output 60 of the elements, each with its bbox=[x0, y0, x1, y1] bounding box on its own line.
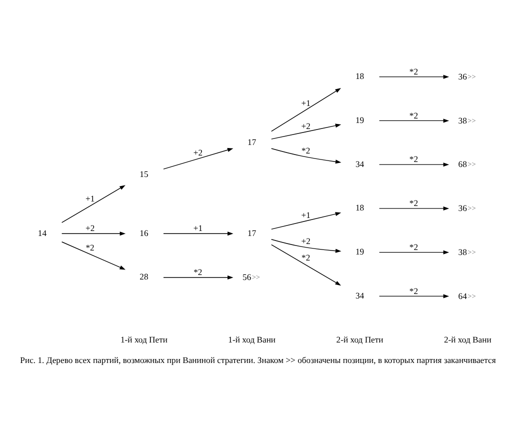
arrow bbox=[271, 212, 342, 230]
node-text: 17 bbox=[248, 137, 256, 148]
edge-label: +2 bbox=[85, 223, 95, 234]
edge-label: *2 bbox=[409, 242, 418, 252]
arrow bbox=[378, 206, 450, 210]
arrow bbox=[61, 242, 126, 270]
node-text: 56 bbox=[242, 272, 252, 282]
arrow bbox=[271, 88, 342, 132]
node-text: 16 bbox=[140, 228, 148, 238]
arrow bbox=[163, 232, 234, 236]
edge-label: +1 bbox=[301, 98, 310, 108]
node-text: 68 bbox=[458, 159, 467, 170]
edge-label: *2 bbox=[302, 145, 310, 156]
node-text: 17 bbox=[248, 228, 256, 238]
edge-label: *2 bbox=[194, 267, 202, 278]
arrow bbox=[378, 74, 450, 79]
caption: Рис. 1. Дерево всех партий, возможных при Ваниной стратегии. Знаком >> обозначены позиции, в которых партия заканчивается bbox=[20, 354, 496, 365]
arrow bbox=[378, 250, 450, 254]
node-text: 38 bbox=[458, 246, 467, 257]
arrow bbox=[271, 148, 342, 164]
edge-label: *2 bbox=[86, 242, 94, 253]
label: 1-й ход Вани bbox=[228, 334, 276, 344]
arrow bbox=[378, 162, 450, 167]
node-text: 38 bbox=[458, 115, 467, 126]
edge-label: *2 bbox=[409, 286, 418, 296]
edge-label: *2 bbox=[302, 252, 310, 263]
edge-label: +1 bbox=[193, 223, 203, 234]
edge-label: +1 bbox=[85, 194, 95, 204]
arrow bbox=[163, 275, 234, 280]
edge-label: +2 bbox=[193, 148, 203, 158]
arrow bbox=[61, 232, 126, 236]
edge-label: *2 bbox=[409, 154, 418, 164]
node-text: 34 bbox=[355, 158, 364, 169]
arrow bbox=[271, 124, 342, 140]
arrow bbox=[271, 239, 342, 253]
node-text: 64 bbox=[458, 290, 467, 301]
arrow bbox=[163, 148, 234, 170]
label: 2-й ход Вани bbox=[444, 334, 492, 344]
edge-label: +2 bbox=[301, 121, 310, 132]
node-text: 18 bbox=[355, 202, 364, 213]
node-text: 19 bbox=[355, 114, 364, 125]
edge-label: +2 bbox=[301, 236, 310, 246]
node-text: 36 bbox=[458, 71, 467, 82]
node-text: 18 bbox=[355, 71, 364, 82]
node-text: 28 bbox=[140, 272, 148, 282]
edge-label: *2 bbox=[409, 110, 418, 120]
edge-label: *2 bbox=[409, 66, 418, 76]
edge-label: +1 bbox=[301, 210, 310, 220]
node-text: 34 bbox=[355, 290, 364, 300]
arrow bbox=[271, 244, 342, 286]
label: 2-й ход Пети bbox=[336, 334, 384, 344]
node-text: 15 bbox=[140, 168, 148, 179]
arrow bbox=[61, 185, 126, 223]
node-text: 14 bbox=[38, 228, 47, 238]
edge-label: *2 bbox=[409, 198, 418, 208]
arrow bbox=[378, 294, 450, 298]
node-text: 19 bbox=[355, 246, 364, 257]
node-text: 36 bbox=[458, 203, 467, 214]
arrow bbox=[378, 118, 450, 123]
label: 1-й ход Пети bbox=[120, 334, 168, 344]
